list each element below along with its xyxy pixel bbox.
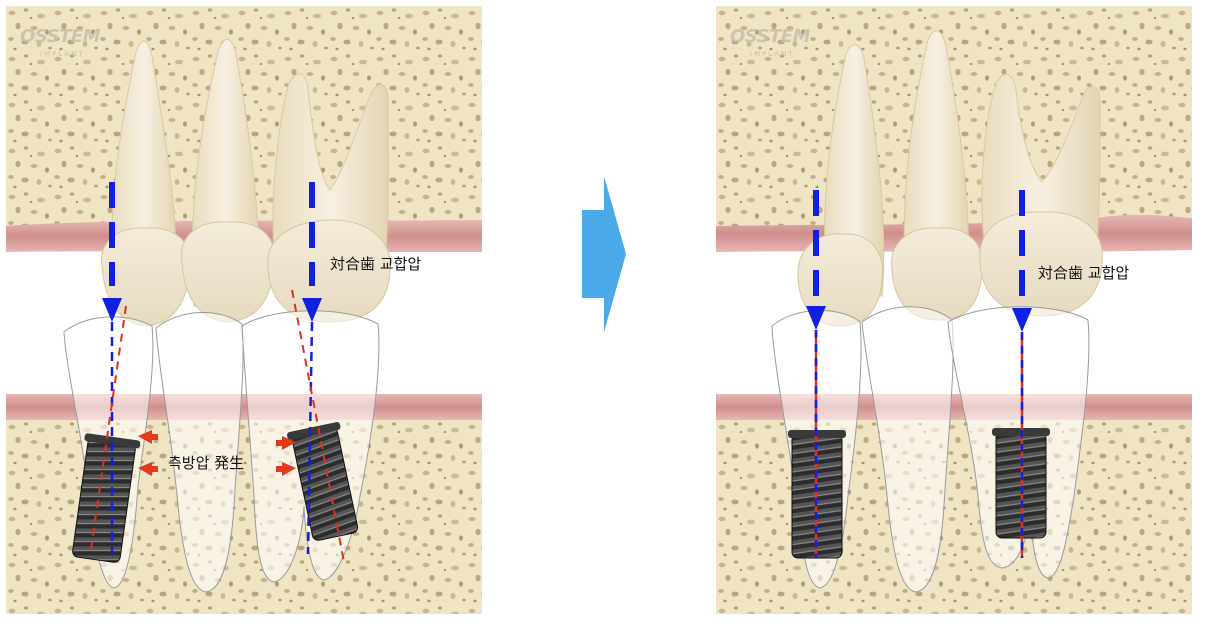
transition-arrow-icon xyxy=(582,176,626,332)
upper-teeth xyxy=(101,39,391,327)
implant-left xyxy=(72,433,141,563)
osstem-logo: OSSTEM xyxy=(730,26,811,47)
arrowhead-right xyxy=(302,298,322,322)
lateral-pressure-arrows xyxy=(138,430,296,476)
implant-right xyxy=(287,422,359,541)
implant-axis-left xyxy=(89,305,127,557)
arrowhead-left xyxy=(806,306,826,330)
right-diagram-panel: OSSTEM IMPLANT 対合歯 교합압 xyxy=(716,6,1192,614)
lower-bone xyxy=(716,420,1192,614)
occlusal-pressure-label: 対合歯 교합압 xyxy=(330,255,422,273)
load-axis-right xyxy=(306,321,314,555)
arrowhead-right xyxy=(1012,308,1032,332)
osstem-logo-sub: IMPLANT xyxy=(40,50,85,58)
right-illustration xyxy=(716,6,1192,614)
left-illustration xyxy=(6,6,482,614)
implant-axis-right xyxy=(291,289,345,563)
arrowhead-left xyxy=(102,298,122,322)
osstem-logo: OSSTEM xyxy=(20,26,101,47)
osstem-logo-sub: IMPLANT xyxy=(750,50,795,58)
upper-teeth xyxy=(797,30,1103,327)
occlusal-pressure-label: 対合歯 교합압 xyxy=(1038,264,1130,282)
left-diagram-panel: OSSTEM IMPLANT 対合歯 교합압 측방압 発生 xyxy=(6,6,482,614)
lateral-pressure-label: 측방압 発生 xyxy=(168,454,245,472)
